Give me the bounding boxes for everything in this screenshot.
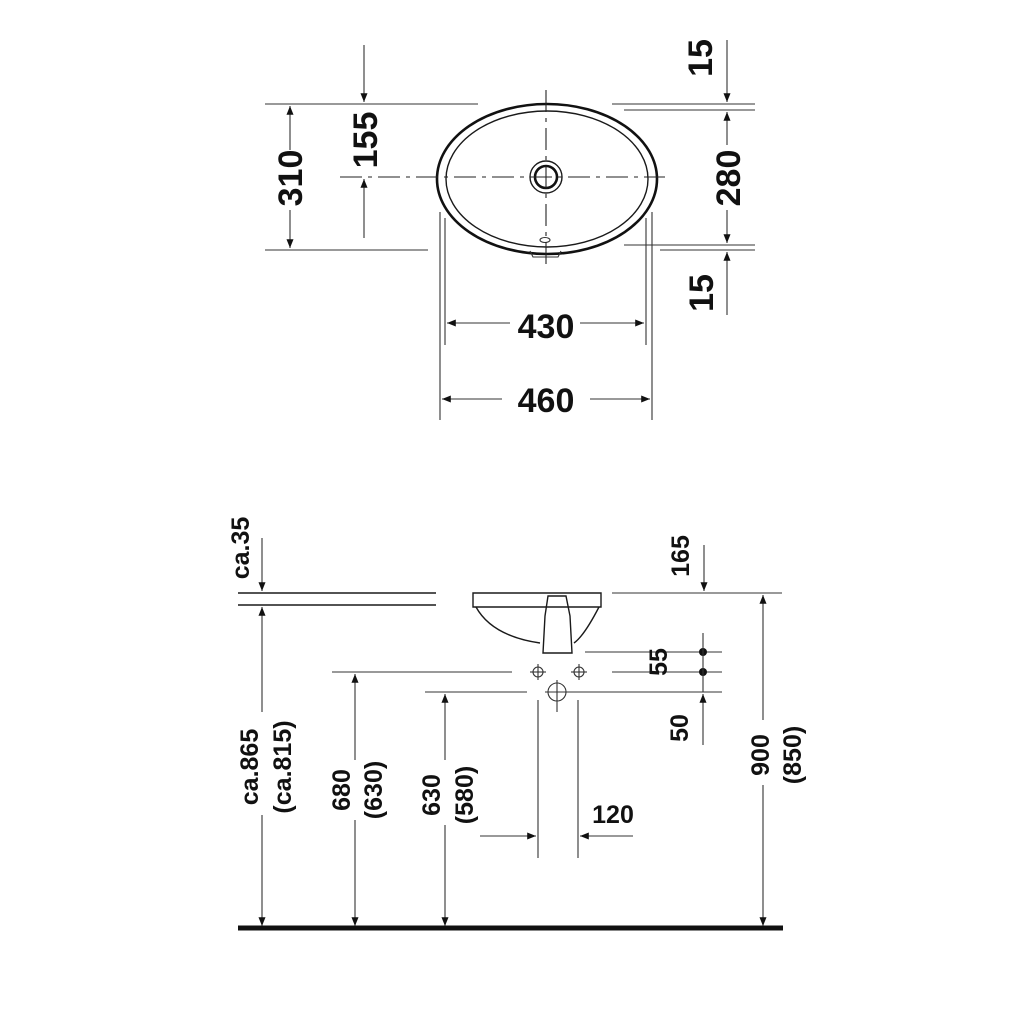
dim-tap-height-alt: (630) [360, 761, 388, 819]
dim-drain-offset: 155 [347, 112, 385, 169]
dim-drain-height-alt: (580) [451, 766, 479, 824]
dim-drain-offset-vertical: 50 [666, 714, 694, 742]
dim-rim-height: 900 [747, 734, 775, 776]
dim-inner-width: 430 [518, 308, 575, 346]
dim-bottom-rim: 15 [683, 274, 721, 312]
dim-outer-width: 460 [518, 382, 575, 420]
overflow-channel [542, 595, 573, 654]
dim-rim-thickness: ca.35 [227, 517, 255, 580]
dim-basin-height: 165 [667, 535, 695, 577]
tap-hole-left-icon [530, 664, 546, 680]
dim-overall-depth: 310 [272, 150, 310, 207]
dim-counter-height: ca.865 [236, 729, 264, 806]
side-view: ca.35 165 55 50 ca.865 (ca.815) 680 (630… [227, 517, 807, 931]
dim-pipe-spacing: 120 [592, 801, 634, 829]
overflow-icon [539, 236, 551, 244]
basin-outer-rim [435, 102, 659, 256]
dim-inner-depth: 280 [710, 150, 748, 207]
basin-inner-rim [445, 110, 649, 248]
top-view: 310 155 15 280 15 430 460 [265, 39, 755, 420]
dim-counter-height-alt: (ca.815) [269, 720, 297, 813]
drain-pipe-icon [545, 680, 570, 712]
dim-rim-height-alt: (850) [779, 726, 807, 784]
basin-rim-profile [472, 592, 602, 608]
tap-hole-right-icon [571, 664, 587, 680]
dim-tap-spacing: 55 [645, 648, 673, 676]
dim-tap-height: 680 [328, 769, 356, 811]
dim-top-rim: 15 [682, 39, 720, 77]
dim-drain-height: 630 [418, 774, 446, 816]
